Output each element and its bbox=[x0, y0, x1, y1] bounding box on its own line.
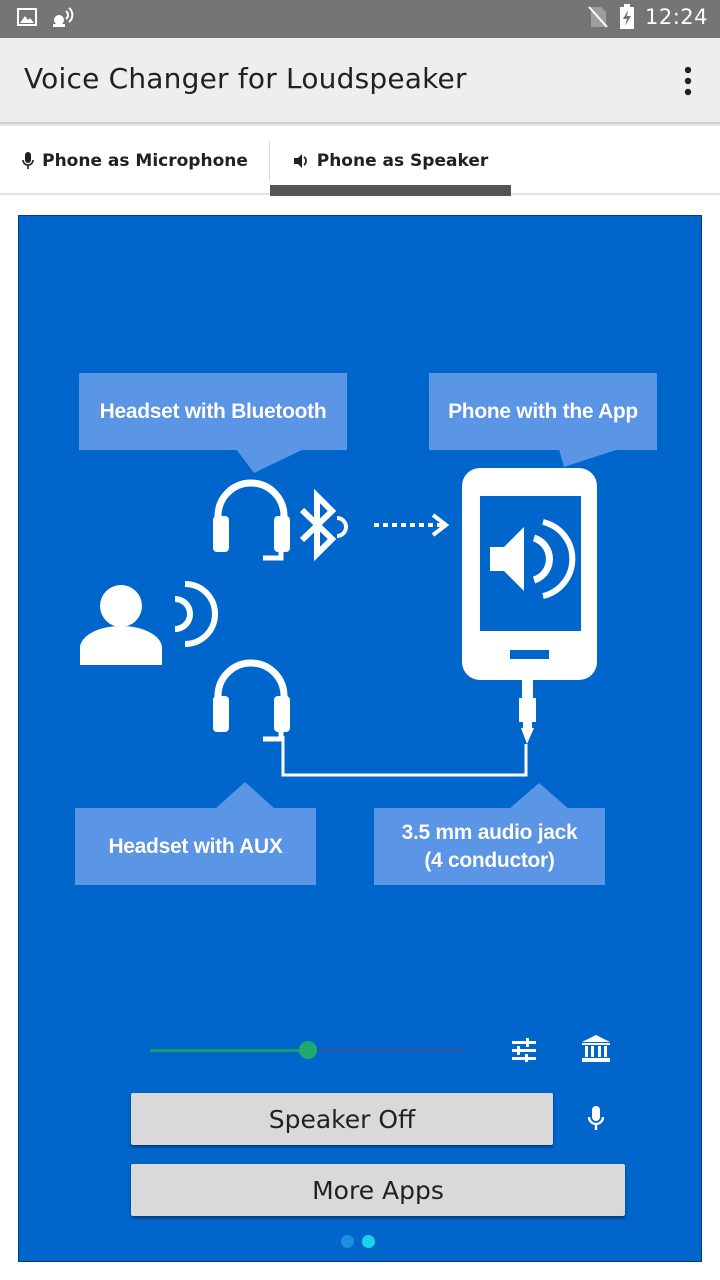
tab-divider bbox=[269, 141, 270, 181]
more-vert-icon[interactable] bbox=[676, 64, 700, 98]
dotted-arrow bbox=[374, 513, 450, 537]
volume-slider[interactable] bbox=[150, 1041, 466, 1059]
tab-indicator bbox=[270, 185, 511, 196]
volume-slider-thumb[interactable] bbox=[299, 1041, 317, 1059]
page-indicator bbox=[341, 1235, 375, 1248]
page-dot[interactable] bbox=[341, 1235, 354, 1248]
status-bar: 12:24 bbox=[0, 0, 720, 38]
callout-pointer bbox=[215, 782, 275, 809]
person-speaking-icon bbox=[80, 581, 218, 665]
more-apps-button[interactable]: More Apps bbox=[131, 1164, 625, 1216]
bluetooth-icon bbox=[299, 488, 348, 562]
callout-audio-jack: 3.5 mm audio jack (4 conductor) bbox=[374, 808, 605, 885]
clock: 12:24 bbox=[644, 5, 708, 29]
connection-diagram bbox=[80, 449, 619, 809]
microphone-icon[interactable] bbox=[587, 1106, 605, 1132]
callout-phone-app: Phone with the App bbox=[429, 373, 657, 450]
diagram-panel: Headset with Bluetooth Phone with the Ap… bbox=[18, 215, 702, 1262]
callout-pointer bbox=[559, 449, 619, 467]
callout-pointer bbox=[509, 783, 569, 809]
speaker-icon bbox=[293, 154, 307, 168]
app-bar: Voice Changer for Loudspeaker bbox=[0, 38, 720, 122]
app-title: Voice Changer for Loudspeaker bbox=[24, 62, 467, 95]
tune-icon[interactable] bbox=[511, 1038, 537, 1062]
image-icon bbox=[17, 8, 37, 26]
microphone-icon bbox=[22, 152, 34, 169]
callout-headset-bluetooth: Headset with Bluetooth bbox=[79, 373, 347, 450]
app-bar-shadow bbox=[0, 122, 720, 127]
bank-icon[interactable] bbox=[581, 1035, 611, 1063]
phone-speaker-icon bbox=[462, 468, 597, 680]
callout-headset-aux: Headset with AUX bbox=[75, 808, 316, 885]
tab-phone-as-microphone[interactable]: Phone as Microphone bbox=[0, 127, 270, 195]
speaker-off-button[interactable]: Speaker Off bbox=[131, 1093, 553, 1145]
volume-slider-fill bbox=[150, 1049, 308, 1052]
aux-cable bbox=[281, 736, 528, 777]
audio-jack-icon bbox=[519, 680, 536, 744]
tab-label: Phone as Microphone bbox=[42, 151, 248, 171]
tab-phone-as-speaker[interactable]: Phone as Speaker bbox=[270, 127, 511, 195]
headset-aux-icon bbox=[213, 659, 290, 742]
battery-charging-icon bbox=[619, 4, 634, 29]
headset-icon bbox=[213, 479, 290, 561]
tab-bar: Phone as Microphone Phone as Speaker bbox=[0, 127, 720, 195]
no-sim-icon bbox=[588, 6, 608, 28]
callout-pointer bbox=[236, 449, 304, 473]
tab-label: Phone as Speaker bbox=[316, 151, 489, 171]
page-dot-active[interactable] bbox=[362, 1235, 375, 1248]
cast-icon bbox=[53, 7, 74, 27]
